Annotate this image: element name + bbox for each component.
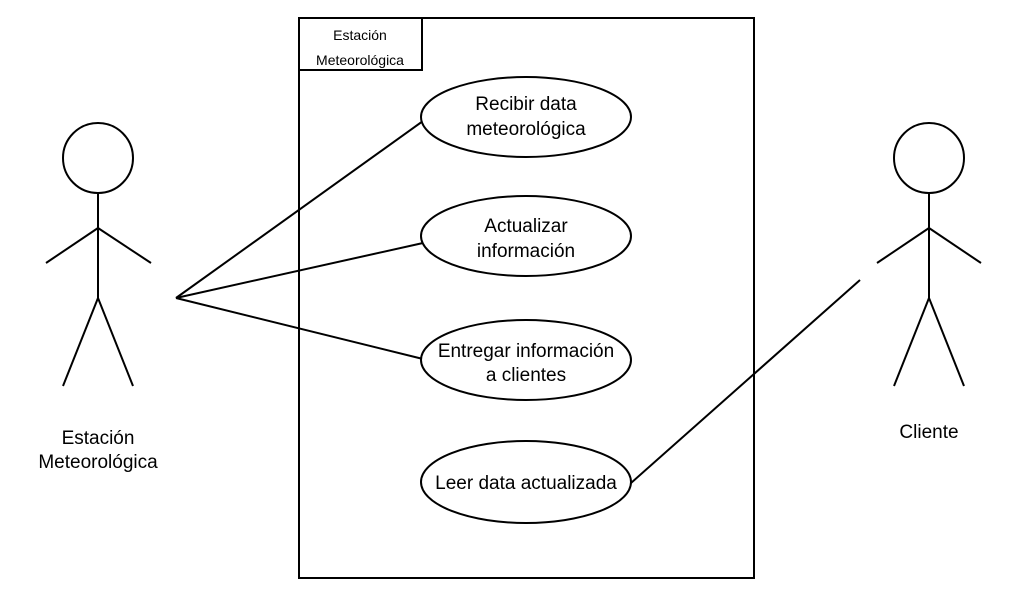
- use-case-ellipse: [420, 319, 632, 401]
- actor-arms-right: [928, 227, 982, 264]
- associations: [175, 120, 861, 484]
- actor-leg-right: [928, 297, 965, 387]
- use-case-label-line-1: Leer data actualizada: [435, 473, 617, 494]
- association-client-leer: [630, 279, 861, 484]
- actor-head: [62, 122, 134, 194]
- actor-arms-right: [97, 227, 152, 264]
- actor-arms-left: [45, 227, 99, 264]
- use-case-label-line-2: meteorológica: [466, 119, 586, 140]
- association-station-recibir: [175, 120, 424, 299]
- use-case-label-line-1: Actualizar: [484, 216, 568, 237]
- actor-leg-right: [97, 297, 134, 387]
- actor-station[interactable]: [45, 122, 152, 387]
- use-case-ellipse: [420, 440, 632, 524]
- use-case-label-line-1: Recibir data: [475, 94, 577, 115]
- actor-client-label: Cliente: [899, 422, 958, 443]
- use-case-recibir[interactable]: Recibir data meteorológica: [420, 76, 632, 158]
- actor-leg-left: [893, 297, 930, 387]
- actor-head: [893, 122, 965, 194]
- use-case-entregar[interactable]: Entregar información a clientes: [420, 319, 632, 401]
- use-case-actualizar[interactable]: Actualizar información: [420, 195, 632, 277]
- system-title-line-2: Meteorológica: [316, 52, 404, 68]
- use-case-label-line-2: a clientes: [486, 365, 566, 386]
- use-case-ellipse: [420, 195, 632, 277]
- actor-client[interactable]: [876, 122, 982, 387]
- actor-station-label-line-1: Estación: [62, 428, 135, 449]
- system-title-box: [298, 17, 423, 71]
- association-station-entregar: [175, 297, 424, 360]
- use-case-leer[interactable]: Leer data actualizada: [420, 440, 632, 524]
- actor-leg-left: [62, 297, 99, 387]
- actor-arms-left: [876, 227, 930, 264]
- system-title-line-1: Estación: [333, 27, 387, 43]
- association-station-actualizar: [175, 242, 424, 299]
- use-case-label-line-2: información: [477, 241, 575, 262]
- actor-station-label-line-2: Meteorológica: [38, 452, 158, 473]
- use-case-ellipse: [420, 76, 632, 158]
- use-case-label-line-1: Entregar información: [438, 341, 614, 362]
